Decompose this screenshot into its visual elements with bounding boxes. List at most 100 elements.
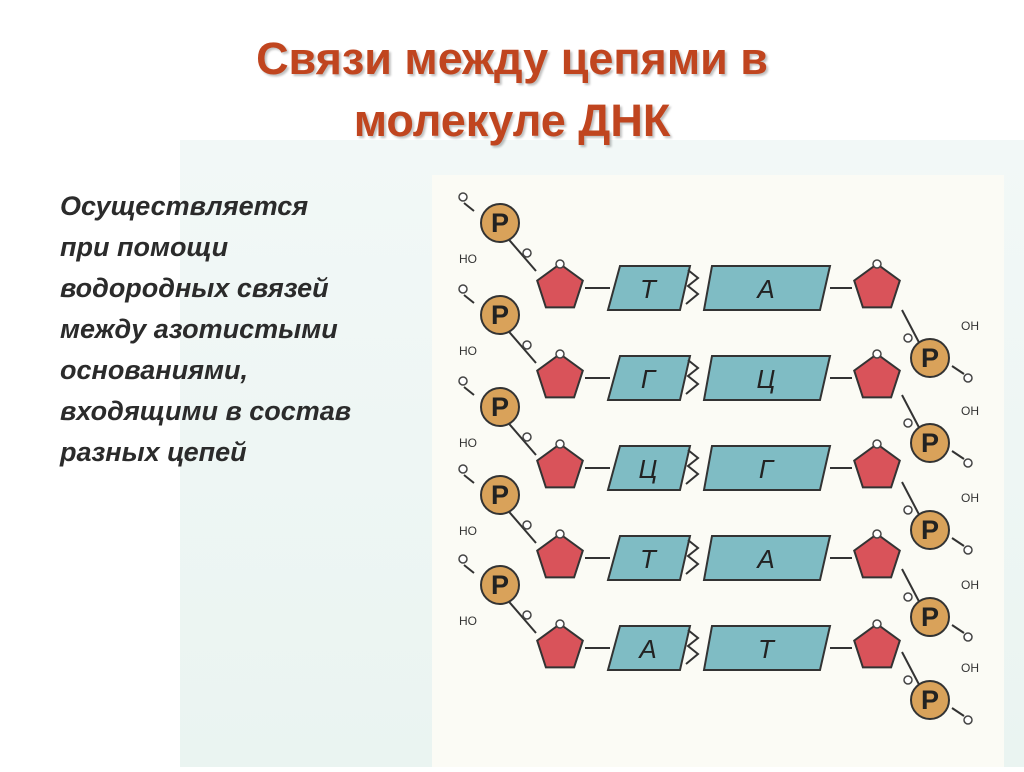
base-pair-row-3-left-base-label: Ц xyxy=(639,454,658,484)
left-phosphate-4-double-oxygen xyxy=(458,464,468,474)
base-pair-row-3-right-sugar-oxygen xyxy=(872,439,882,449)
base-pair-row-3-hydrogen-bond xyxy=(685,449,700,485)
left-phosphate-5-double-oxygen xyxy=(458,554,468,564)
left-phosphate-3-ester-oxygen xyxy=(522,432,532,442)
base-pair-row-3-right-base xyxy=(702,445,832,491)
right-phosphate-4-ester-oxygen xyxy=(903,592,913,602)
description-line: основаниями, xyxy=(60,355,248,385)
base-pair-row-1-right-base-label: А xyxy=(755,274,774,304)
right-phosphate-5-double-bond xyxy=(951,707,965,717)
base-pair-row-3-left-sugar xyxy=(536,442,584,489)
left-phosphate-5-label: P xyxy=(491,570,509,600)
right-phosphate-4-oh-label: OH xyxy=(961,578,979,592)
base-pair-row-1-left-sugar-oxygen xyxy=(555,259,565,269)
description-line: разных цепей xyxy=(60,437,247,467)
right-phosphate-5-oh-label: OH xyxy=(961,661,979,675)
left-phosphate-1-ho-label: HO xyxy=(459,252,477,266)
left-phosphate-2-double-bond xyxy=(463,294,475,304)
right-phosphate-1-double-oxygen xyxy=(963,373,973,383)
right-phosphate-4 xyxy=(910,597,950,637)
right-phosphate-5 xyxy=(910,680,950,720)
description-text: Осуществляется при помощи водородных свя… xyxy=(60,186,440,473)
left-phosphate-5-double-bond xyxy=(463,564,475,574)
right-phosphate-2-double-bond xyxy=(951,450,965,460)
left-phosphate-2-double-oxygen xyxy=(458,284,468,294)
base-pair-row-3-left-base xyxy=(606,445,692,491)
right-phosphate-4-double-oxygen xyxy=(963,632,973,642)
base-pair-row-2-left-sugar xyxy=(536,352,584,399)
base-pair-row-5-right-base xyxy=(702,625,832,671)
base-pair-row-4-left-sugar-oxygen xyxy=(555,529,565,539)
right-phosphate-4-label: P xyxy=(921,602,939,632)
base-pair-row-1-left-base-label: Т xyxy=(640,274,658,304)
left-phosphate-1-label: P xyxy=(491,208,509,238)
base-pair-row-5-left-base xyxy=(606,625,692,671)
base-pair-row-2-left-base xyxy=(606,355,692,401)
left-phosphate-4 xyxy=(480,475,520,515)
left-phosphate-3-double-bond xyxy=(463,386,475,396)
base-pair-row-3-right-base-label: Г xyxy=(759,454,775,484)
left-phosphate-2 xyxy=(480,295,520,335)
base-pair-row-2-left-sugar-oxygen xyxy=(555,349,565,359)
right-phosphate-4-double-bond xyxy=(951,624,965,634)
right-phosphate-3-oh-label: OH xyxy=(961,491,979,505)
base-pair-row-1-right-base xyxy=(702,265,832,311)
right-phosphate-5-double-oxygen xyxy=(963,715,973,725)
right-phosphate-3-ester-oxygen xyxy=(903,505,913,515)
base-pair-row-4-left-base xyxy=(606,535,692,581)
left-phosphate-5-ho-label: HO xyxy=(459,614,477,628)
base-pair-row-5-right-sugar-oxygen xyxy=(872,619,882,629)
base-pair-row-5-right-sugar xyxy=(853,622,901,669)
left-phosphate-4-label: P xyxy=(491,480,509,510)
left-phosphate-3 xyxy=(480,387,520,427)
base-pair-row-2-hydrogen-bond xyxy=(685,359,700,395)
left-phosphate-4-ho-label: HO xyxy=(459,524,477,538)
description-line: водородных связей xyxy=(60,273,329,303)
right-phosphate-3-double-bond xyxy=(951,537,965,547)
base-pair-row-5-right-base-label: Т xyxy=(758,634,776,664)
right-phosphate-2-ester-oxygen xyxy=(903,418,913,428)
base-pair-row-1-left-base xyxy=(606,265,692,311)
left-phosphate-1-double-bond xyxy=(463,202,475,212)
base-pair-row-5-left-base-label: А xyxy=(637,634,656,664)
left-phosphate-3-label: P xyxy=(491,392,509,422)
title-line-1: Связи между цепями в xyxy=(256,33,768,84)
base-pair-row-2-right-base-label: Ц xyxy=(757,364,776,394)
right-phosphate-1-oh-label: OH xyxy=(961,319,979,333)
base-pair-row-3-left-sugar-oxygen xyxy=(555,439,565,449)
left-phosphate-4-ester-oxygen xyxy=(522,520,532,530)
base-pair-row-4-right-base-label: А xyxy=(755,544,774,574)
left-phosphate-3-double-oxygen xyxy=(458,376,468,386)
right-phosphate-3-label: P xyxy=(921,515,939,545)
base-pair-row-2-right-sugar-oxygen xyxy=(872,349,882,359)
slide-title: Связи между цепями в молекуле ДНК xyxy=(0,28,1024,152)
base-pair-row-5-hydrogen-bond xyxy=(685,629,700,665)
right-phosphate-5-label: P xyxy=(921,685,939,715)
base-pair-row-1-hydrogen-bond xyxy=(685,269,700,305)
base-pair-row-2-right-sugar xyxy=(853,352,901,399)
left-phosphate-2-ester-oxygen xyxy=(522,340,532,350)
right-phosphate-3-double-oxygen xyxy=(963,545,973,555)
base-pair-row-2-left-base-label: Г xyxy=(641,364,657,394)
right-phosphate-5-ester-oxygen xyxy=(903,675,913,685)
left-phosphate-5 xyxy=(480,565,520,605)
base-pair-row-2-right-base xyxy=(702,355,832,401)
right-phosphate-2 xyxy=(910,423,950,463)
right-phosphate-1 xyxy=(910,338,950,378)
base-pair-row-5-left-sugar-oxygen xyxy=(555,619,565,629)
left-phosphate-1-double-oxygen xyxy=(458,192,468,202)
description-line: входящими в состав xyxy=(60,396,352,426)
right-phosphate-2-oh-label: OH xyxy=(961,404,979,418)
right-phosphate-2-label: P xyxy=(921,428,939,458)
base-pair-row-4-left-sugar xyxy=(536,532,584,579)
base-pair-row-1-right-sugar-oxygen xyxy=(872,259,882,269)
left-phosphate-2-label: P xyxy=(491,300,509,330)
right-phosphate-1-double-bond xyxy=(951,365,965,375)
base-pair-row-4-right-sugar xyxy=(853,532,901,579)
left-phosphate-2-ho-label: HO xyxy=(459,344,477,358)
left-phosphate-4-double-bond xyxy=(463,474,475,484)
base-pair-row-3-right-sugar xyxy=(853,442,901,489)
left-phosphate-5-ester-oxygen xyxy=(522,610,532,620)
